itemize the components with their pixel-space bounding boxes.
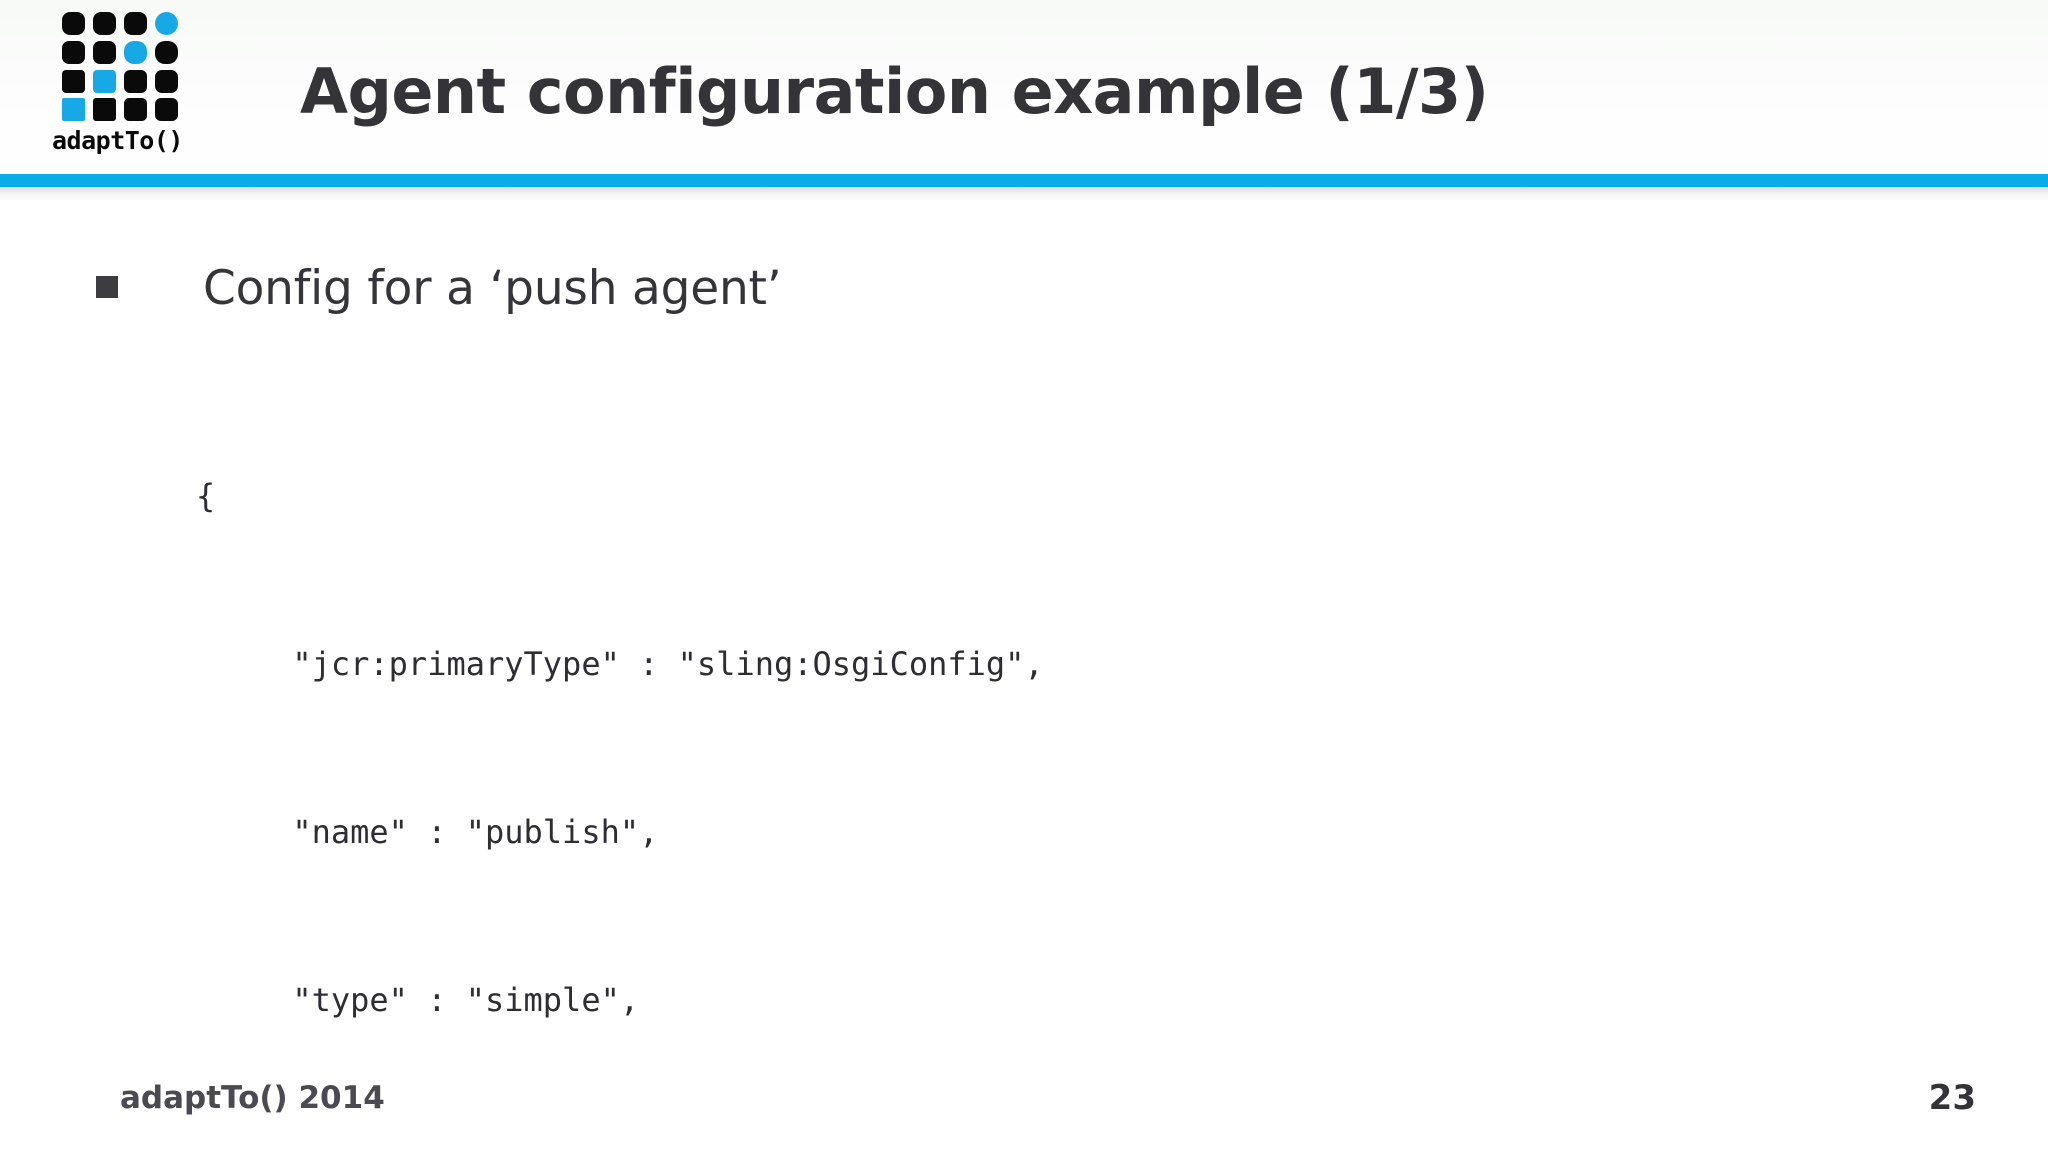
logo-dot-r1c2-accent bbox=[124, 41, 147, 64]
logo-dot-r1c0 bbox=[62, 41, 85, 64]
bullet-item: Config for a ‘push agent’ bbox=[96, 261, 782, 316]
logo-dot-r1c3 bbox=[155, 41, 178, 64]
code-block: { "jcr:primaryType" : "sling:OsgiConfig"… bbox=[196, 356, 1044, 1152]
logo-dot-r3c3 bbox=[155, 98, 178, 121]
logo-dot-r2c3 bbox=[155, 70, 178, 93]
logo-dot-r3c0-accent bbox=[62, 98, 85, 121]
divider-shadow bbox=[0, 187, 2048, 201]
code-line: "packageExporter": [ bbox=[196, 1140, 1044, 1152]
code-line: "jcr:primaryType" : "sling:OsgiConfig", bbox=[196, 645, 1044, 683]
accent-divider-bar bbox=[0, 174, 2048, 187]
code-line: "name" : "publish", bbox=[196, 813, 659, 851]
logo-dot-r3c2 bbox=[124, 98, 147, 121]
square-bullet-icon bbox=[96, 276, 118, 298]
adaptto-logo: adaptTo() bbox=[52, 8, 212, 168]
logo-wordmark: adaptTo() bbox=[52, 126, 183, 155]
bullet-item-label: Config for a ‘push agent’ bbox=[203, 261, 782, 316]
footer-event-label: adaptTo() 2014 bbox=[120, 1080, 385, 1116]
logo-dot-r1c1 bbox=[93, 41, 116, 64]
code-line: { bbox=[196, 477, 216, 515]
slide-header: adaptTo() Agent configuration example (1… bbox=[0, 0, 2048, 174]
logo-dot-r2c0 bbox=[62, 70, 85, 93]
logo-dot-r0c2 bbox=[124, 12, 147, 35]
logo-dot-r3c1 bbox=[93, 98, 116, 121]
page-title: Agent configuration example (1/3) bbox=[300, 55, 1489, 128]
logo-dot-r2c2 bbox=[124, 70, 147, 93]
logo-dot-r0c0 bbox=[62, 12, 85, 35]
code-line: "type" : "simple", bbox=[196, 981, 640, 1019]
logo-dot-r0c3-accent bbox=[155, 12, 178, 35]
logo-dot-r2c1-accent bbox=[93, 70, 116, 93]
adaptto-dot-grid-logo-icon bbox=[62, 12, 178, 121]
logo-dot-r0c1 bbox=[93, 12, 116, 35]
slide-body: Config for a ‘push agent’ { "jcr:primary… bbox=[0, 201, 2048, 1152]
footer-page-number: 23 bbox=[1928, 1078, 1976, 1118]
